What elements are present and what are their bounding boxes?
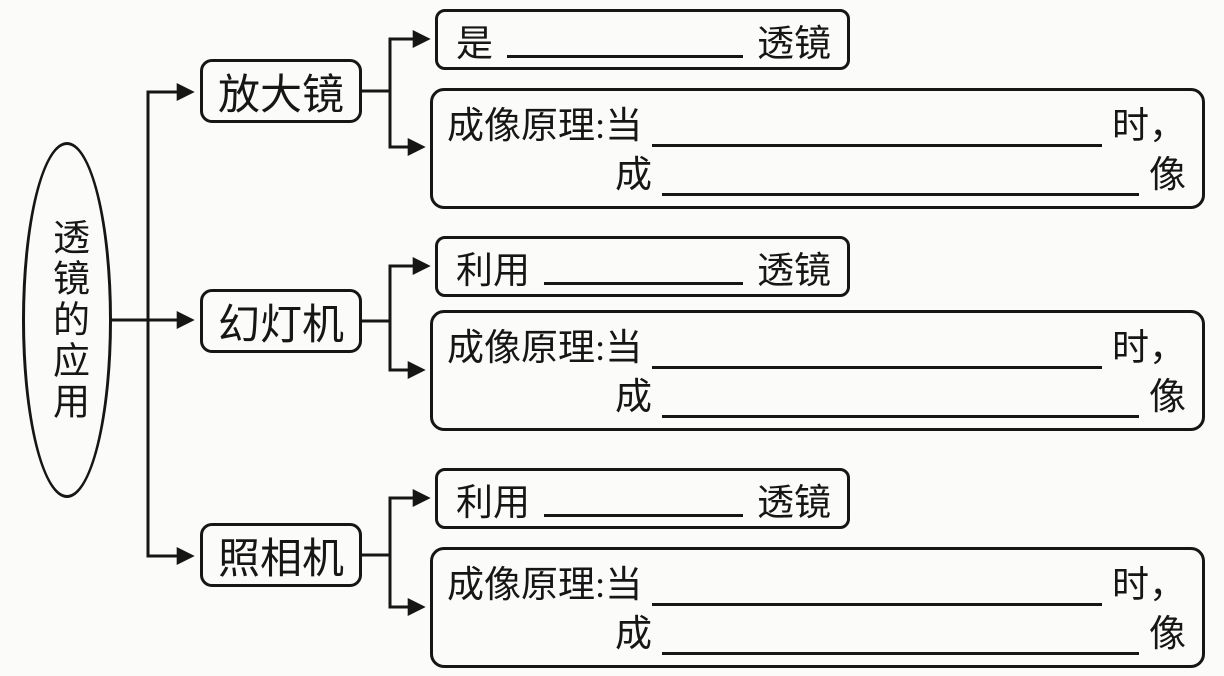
imaging-principle-box-magnifier: 成像原理:当 时， 成 像 (430, 88, 1205, 209)
fill-in-blank (544, 282, 743, 285)
fill-in-blank (544, 514, 743, 517)
principle-line2-suffix: 像 (1149, 377, 1186, 419)
type-suffix: 透镜 (757, 23, 831, 65)
branch-label: 放大镜 (217, 72, 344, 119)
type-prefix: 利用 (456, 250, 530, 292)
fill-in-blank (652, 603, 1102, 606)
principle-line1-suffix: 时， (1112, 106, 1186, 148)
fill-in-blank (652, 366, 1102, 369)
type-suffix: 透镜 (757, 250, 831, 292)
branch-box-projector: 幻灯机 (200, 289, 362, 353)
arrow-camera-to-principle (388, 555, 426, 616)
type-prefix: 利用 (456, 482, 530, 524)
imaging-principle-box-projector: 成像原理:当 时， 成 像 (430, 310, 1205, 431)
principle-line2-prefix: 成 (615, 377, 652, 419)
principle-line1-label: 成像原理:当 (447, 106, 643, 148)
arrow-projector-to-type (362, 257, 431, 323)
principle-line2-suffix: 像 (1149, 155, 1186, 197)
lens-type-box-camera: 利用 透镜 (435, 468, 850, 529)
arrow-magnifier-to-principle (388, 91, 426, 156)
branch-box-magnifier: 放大镜 (200, 59, 362, 123)
fill-in-blank (662, 652, 1139, 655)
arrow-camera-to-type (362, 489, 431, 557)
branch-label: 幻灯机 (217, 302, 344, 349)
principle-line1-label: 成像原理:当 (447, 328, 643, 370)
lens-type-box-projector: 利用 透镜 (435, 236, 850, 297)
arrow-projector-to-principle (388, 321, 426, 379)
principle-line1-label: 成像原理:当 (447, 565, 643, 607)
fill-in-blank (662, 193, 1139, 196)
root-node-lens-applications: 透镜的应用 (22, 142, 112, 498)
arrow-magnifier-to-type (362, 30, 431, 93)
principle-line2-prefix: 成 (615, 614, 652, 656)
fill-in-blank (507, 55, 743, 58)
principle-line2-prefix: 成 (615, 155, 652, 197)
principle-line1-suffix: 时， (1112, 565, 1186, 607)
principle-line1-suffix: 时， (1112, 328, 1186, 370)
type-prefix: 是 (456, 23, 493, 65)
branch-box-camera: 照相机 (200, 523, 362, 587)
fill-in-blank (662, 415, 1139, 418)
lens-type-box-magnifier: 是 透镜 (435, 9, 850, 70)
imaging-principle-box-camera: 成像原理:当 时， 成 像 (430, 547, 1205, 668)
type-suffix: 透镜 (757, 482, 831, 524)
branch-label: 照相机 (217, 536, 344, 583)
root-node-label: 透镜的应用 (46, 217, 88, 423)
principle-line2-suffix: 像 (1149, 614, 1186, 656)
fill-in-blank (652, 144, 1102, 147)
